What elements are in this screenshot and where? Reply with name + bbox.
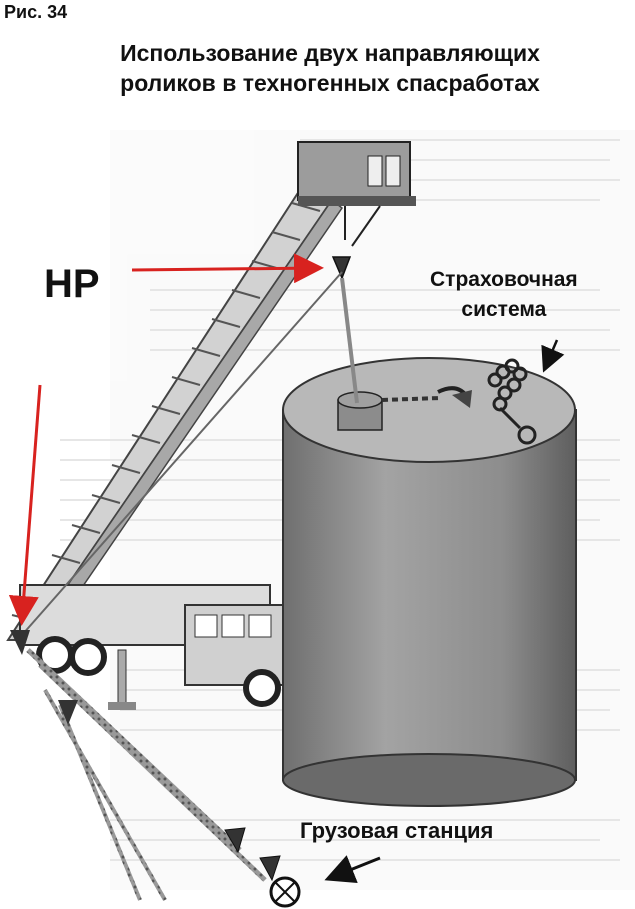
figure-title: Использование двух направляющих роликов … bbox=[60, 38, 600, 98]
title-line-1: Использование двух направляющих bbox=[120, 40, 540, 66]
safety-system-gear bbox=[437, 358, 537, 445]
storage-tank bbox=[282, 357, 577, 807]
cargo-station-pointer-arrow bbox=[324, 855, 381, 884]
cargo-station-label: Грузовая станция bbox=[300, 818, 494, 843]
rescue-scene-illustration bbox=[6, 130, 635, 908]
top-directional-pulley bbox=[331, 256, 352, 280]
lower-directional-pulley bbox=[10, 630, 30, 655]
cargo-station-pulleys bbox=[224, 827, 301, 908]
rope-system bbox=[21, 271, 441, 901]
fire-truck bbox=[19, 584, 291, 710]
anchor-pulley bbox=[58, 700, 78, 725]
safety-system-label-line-2: система bbox=[461, 298, 547, 321]
safety-system-pointer-arrow bbox=[541, 339, 565, 373]
safety-system-label-line-1: Страховочная bbox=[430, 268, 578, 291]
hp-pointer-arrow bbox=[131, 253, 324, 284]
title-line-2: роликов в техногенных спасработах bbox=[120, 70, 540, 96]
rescue-basket bbox=[297, 141, 416, 247]
hp-label: НР bbox=[44, 262, 100, 306]
safety-system-label: Страховочная система bbox=[430, 265, 578, 325]
figure-number: Рис. 34 bbox=[4, 2, 68, 22]
lower-pulley-pointer-arrow bbox=[8, 384, 42, 626]
